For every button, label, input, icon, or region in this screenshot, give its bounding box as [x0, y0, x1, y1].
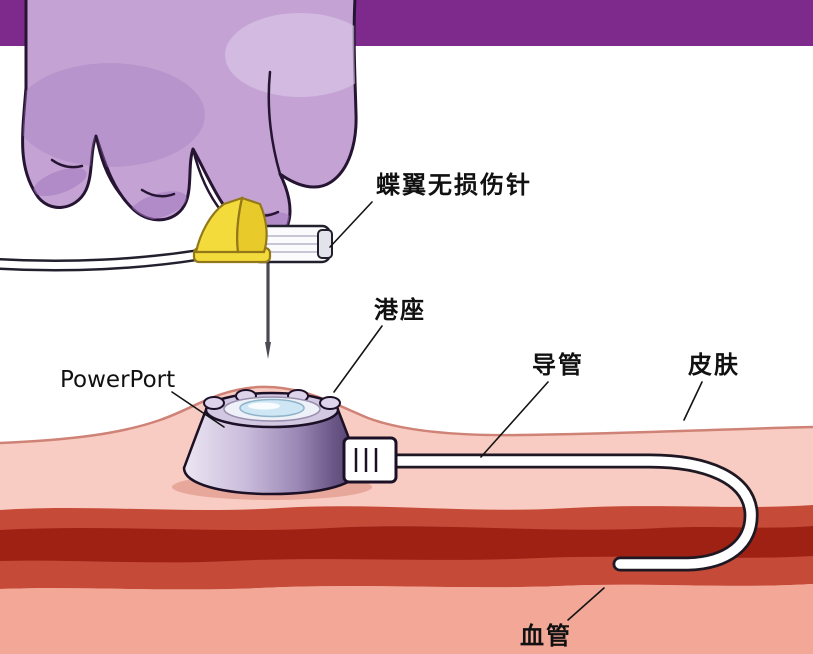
skin-surface-line — [0, 385, 813, 445]
port-connector — [342, 436, 398, 484]
label-port-seat: 港座 — [374, 296, 426, 324]
needle-tip — [265, 342, 271, 359]
septum-highlight — [248, 402, 280, 410]
leader-line-needle — [329, 201, 373, 248]
leader-lines — [171, 201, 703, 621]
hub-end-cap — [317, 229, 333, 259]
blood-vessel-core — [0, 526, 813, 563]
catheter-body — [389, 456, 756, 569]
leader-line-port-seat — [333, 325, 383, 393]
leader-line-catheter — [480, 381, 549, 458]
label-skin: 皮肤 — [688, 351, 740, 379]
port-lug — [319, 396, 341, 410]
butterfly-needle — [0, 196, 333, 359]
skin-layer-deep — [0, 584, 813, 654]
finger-shadow — [33, 167, 87, 197]
extension-tubing — [0, 251, 202, 270]
gloved-hand-illustration — [21, 0, 358, 240]
label-catheter: 导管 — [532, 351, 584, 379]
port-lug — [203, 396, 225, 410]
label-blood-vessel: 血管 — [520, 622, 572, 650]
diagram-labels: 蝶翼无损伤针 港座 导管 皮肤 PowerPort 血管 — [60, 171, 740, 650]
catheter-tube — [386, 453, 759, 572]
butterfly-wing-right — [236, 196, 268, 254]
leader-line-powerport — [171, 391, 225, 428]
leader-line-vessel — [567, 587, 605, 621]
palm-shadow — [22, 63, 205, 167]
glove-shading — [22, 13, 357, 239]
glove-creases — [50, 70, 282, 217]
hand-highlight — [225, 13, 357, 97]
label-powerport: PowerPort — [60, 367, 175, 393]
finger-shadow — [129, 191, 187, 221]
port-device — [172, 389, 398, 500]
skin-cross-section — [0, 385, 813, 654]
leader-line-skin — [683, 381, 703, 421]
label-butterfly-needle: 蝶翼无损伤针 — [376, 171, 532, 199]
